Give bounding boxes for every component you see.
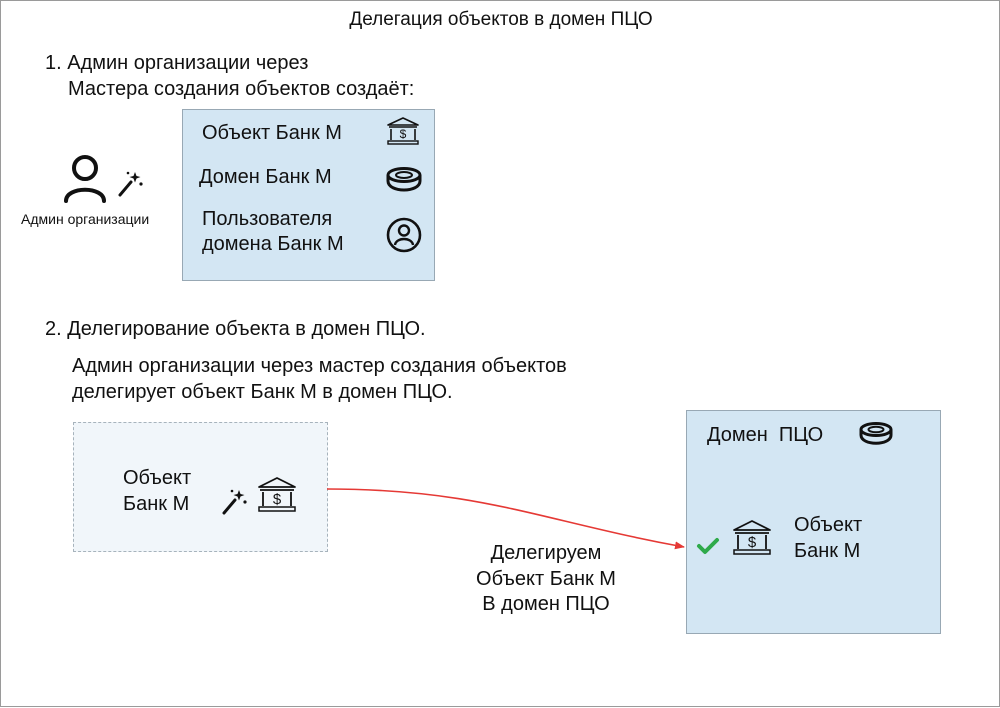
item-user-label-line1: Пользователя — [202, 208, 333, 230]
actor-label: Админ организации — [21, 211, 150, 227]
admin-user-icon — [64, 155, 106, 203]
item-bank-object-label: Объект Банк М — [202, 122, 342, 144]
bank-icon: $ — [387, 117, 419, 145]
arrow-label-line1: Делегируем — [490, 542, 602, 564]
step1-line2: Мастера создания объектов создаёт: — [68, 78, 415, 100]
target-object-line2: Банк М — [794, 540, 861, 562]
source-object-line2: Банк М — [123, 493, 190, 515]
bank-icon: $ — [258, 477, 296, 512]
item-user-label-line2: домена Банк М — [202, 233, 344, 255]
svg-text:$: $ — [273, 491, 282, 508]
domain-ring-icon — [386, 167, 422, 192]
check-icon — [697, 538, 719, 554]
step1-line1: 1. Админ организации через — [45, 52, 309, 74]
step2-heading: 2. Делегирование объекта в домен ПЦО. — [45, 318, 426, 340]
svg-text:$: $ — [400, 127, 407, 141]
target-object-line1: Объект — [794, 514, 863, 536]
created-objects-box: Объект Банк М $ Домен Банк М Пользовател… — [182, 109, 435, 281]
svg-text:$: $ — [748, 534, 757, 551]
arrow-label-line3: В домен ПЦО — [482, 593, 610, 615]
bank-icon: $ — [733, 520, 771, 555]
domain-ring-icon — [859, 422, 893, 445]
item-domain-label: Домен Банк М — [199, 166, 332, 188]
user-circle-icon — [386, 217, 422, 253]
arrow-label-line2: Объект Банк М — [476, 568, 616, 590]
source-object-box: Объект Банк М $ — [73, 422, 328, 552]
magic-wand-icon — [118, 171, 143, 197]
step2-desc-line1: Админ организации через мастер создания … — [72, 355, 567, 377]
source-object-line1: Объект — [123, 467, 192, 489]
magic-wand-icon — [222, 489, 247, 515]
target-domain-title: Домен ПЦО — [707, 424, 824, 446]
step2-desc-line2: делегирует объект Банк М в домен ПЦО. — [72, 381, 453, 403]
target-domain-box: Домен ПЦО $ Объект Банк М — [686, 410, 941, 634]
diagram-title: Делегация объектов в домен ПЦО — [349, 9, 653, 30]
